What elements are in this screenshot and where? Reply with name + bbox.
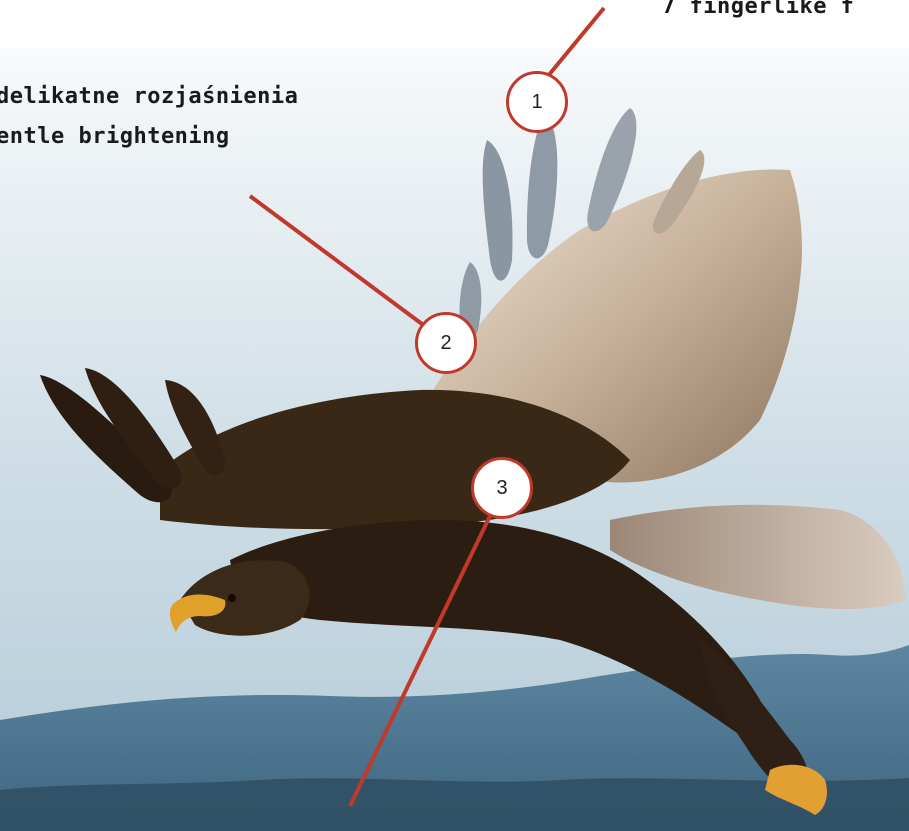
caption-english: entle brightening: [0, 124, 230, 149]
callout-marker-3: 3: [471, 457, 533, 519]
callout-marker-1: 1: [506, 71, 568, 133]
caption-polish: delikatne rozjaśnienia: [0, 84, 298, 109]
callout-marker-2: 2: [415, 312, 477, 374]
caption-fingerlike: 7 fingerlike f: [662, 0, 854, 19]
eagle-eye: [228, 594, 236, 602]
